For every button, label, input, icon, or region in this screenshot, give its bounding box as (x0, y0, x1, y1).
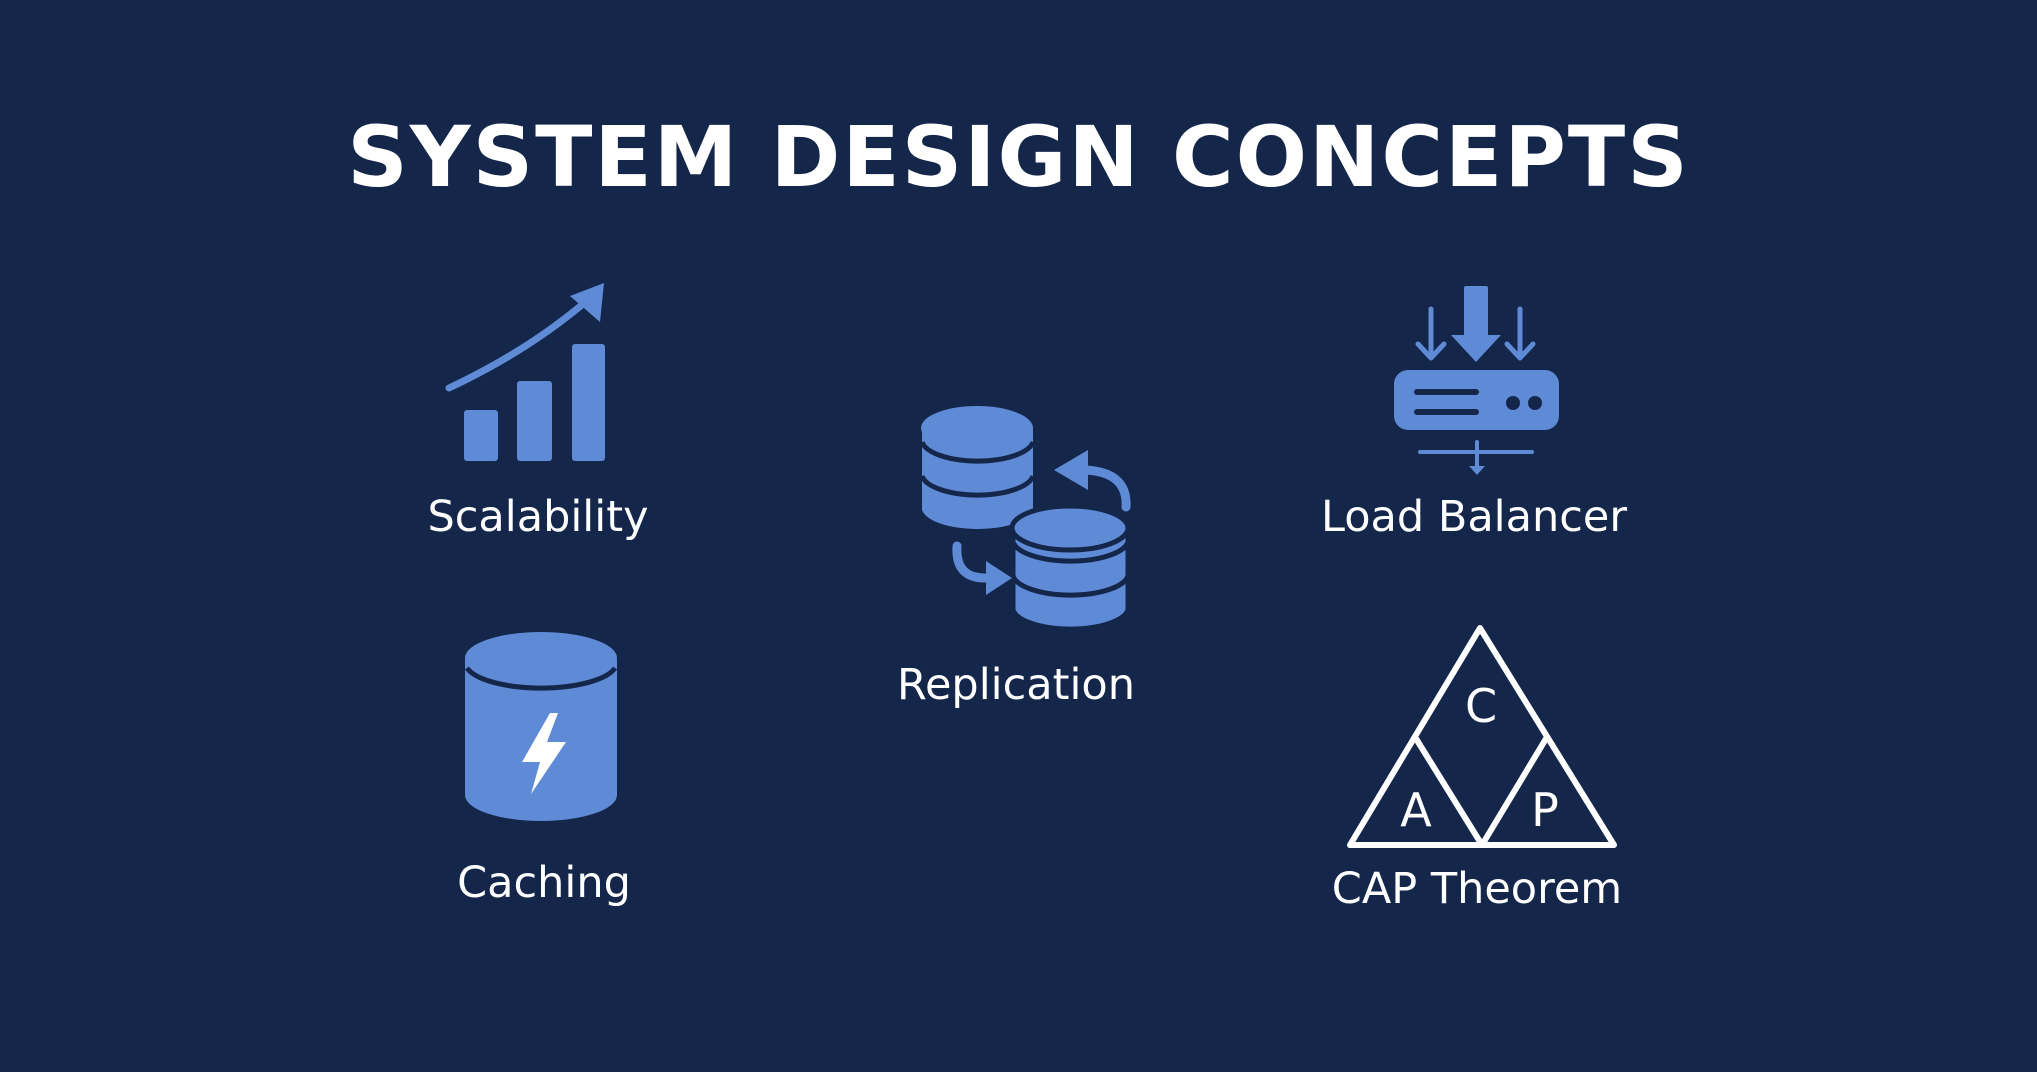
label-caching: Caching (457, 858, 631, 908)
sync-arrow-icon (1080, 465, 1131, 512)
label-load-balancer: Load Balancer (1321, 492, 1627, 542)
cache-database-lightning-icon (464, 632, 618, 821)
label-cap-theorem: CAP Theorem (1331, 864, 1623, 914)
cap-triangle-icon: C A P (1347, 625, 1617, 848)
page-title: SYSTEM DESIGN CONCEPTS (347, 108, 1690, 206)
database-replication-icon (919, 406, 1131, 632)
bar-chart-growth-icon (445, 283, 605, 461)
label-scalability: Scalability (427, 492, 649, 542)
cap-letter-a: A (1400, 783, 1432, 837)
lightning-icon (522, 713, 566, 794)
sync-arrow-icon (952, 541, 990, 583)
database-icon (1009, 503, 1131, 632)
load-balancer-server-icon (1394, 286, 1559, 475)
label-replication: Replication (897, 660, 1135, 710)
cap-letter-c: C (1465, 679, 1497, 733)
database-icon (919, 406, 1036, 530)
cap-letter-p: P (1531, 783, 1559, 837)
